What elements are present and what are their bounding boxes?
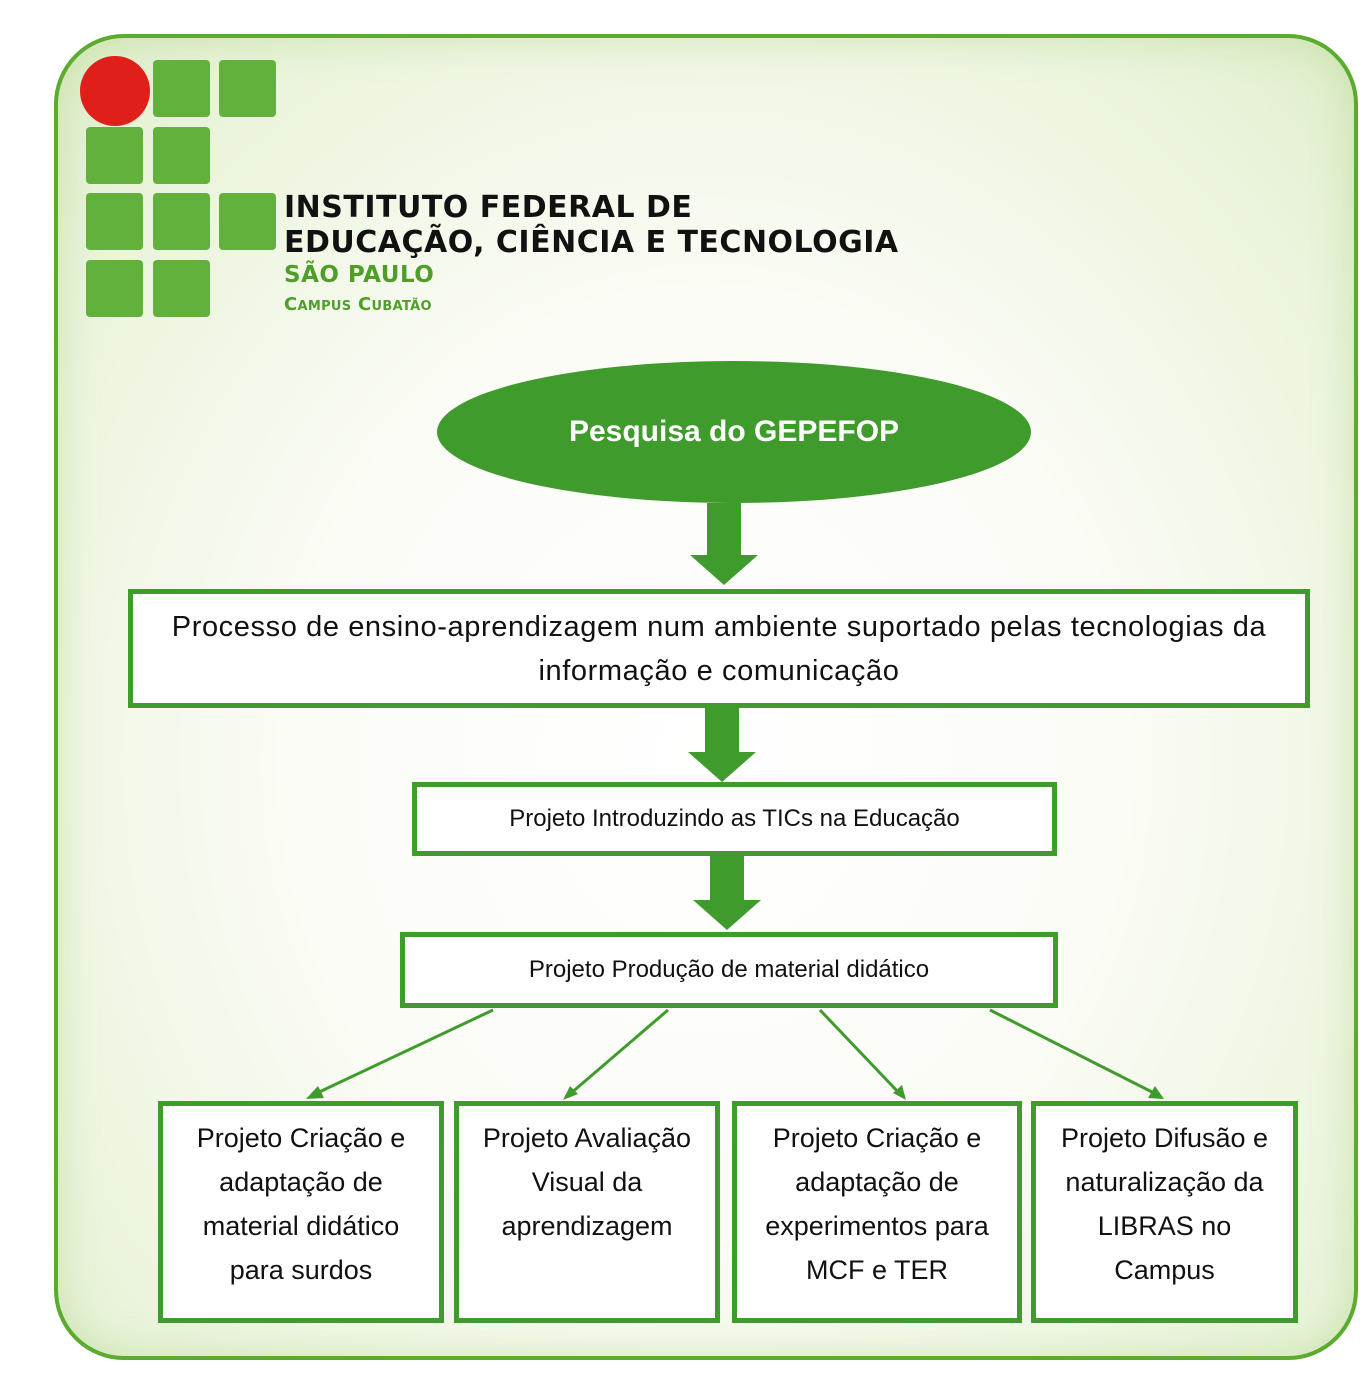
subproject-node: Projeto Criação e adaptação de experimen… [732, 1101, 1022, 1323]
institution-campus: Campus Cubatão [284, 294, 432, 315]
connector-line [569, 1008, 669, 1096]
project-material-node: Projeto Produção de material didático [400, 932, 1058, 1008]
logo-square [153, 127, 210, 184]
connector-line [818, 1008, 902, 1096]
process-node: Processo de ensino-aprendizagem num ambi… [128, 589, 1310, 708]
logo-square [153, 193, 210, 250]
subproject-node: Projeto Difusão e naturalização da LIBRA… [1031, 1101, 1298, 1323]
block-arrow-down [693, 856, 761, 930]
institution-state: SÃO PAULO [284, 262, 435, 288]
connector-arrowhead [1148, 1086, 1164, 1099]
logo-square [86, 193, 143, 250]
logo-square [219, 193, 276, 250]
connector-line [989, 1008, 1157, 1096]
institution-name-line1: INSTITUTO FEDERAL DE [284, 190, 693, 225]
connector-arrowhead [563, 1086, 578, 1100]
logo-square [86, 127, 143, 184]
block-arrow-down [690, 503, 758, 585]
research-group-node: Pesquisa do GEPEFOP [437, 361, 1031, 503]
logo-square [153, 260, 210, 317]
connector-arrowhead [306, 1086, 324, 1099]
connector-line [314, 1008, 494, 1096]
connector-arrowhead [893, 1085, 906, 1100]
logo-square [153, 60, 210, 117]
project-tics-node: Projeto Introduzindo as TICs na Educação [412, 782, 1057, 856]
subproject-node: Projeto Avaliação Visual da aprendizagem [454, 1101, 720, 1323]
logo-red-dot [80, 56, 150, 126]
institution-name-line2: EDUCAÇÃO, CIÊNCIA E TECNOLOGIA [284, 225, 899, 260]
block-arrow-down [688, 708, 756, 782]
subproject-node: Projeto Criação e adaptação de material … [158, 1101, 444, 1323]
logo-square [219, 60, 276, 117]
logo-square [86, 260, 143, 317]
